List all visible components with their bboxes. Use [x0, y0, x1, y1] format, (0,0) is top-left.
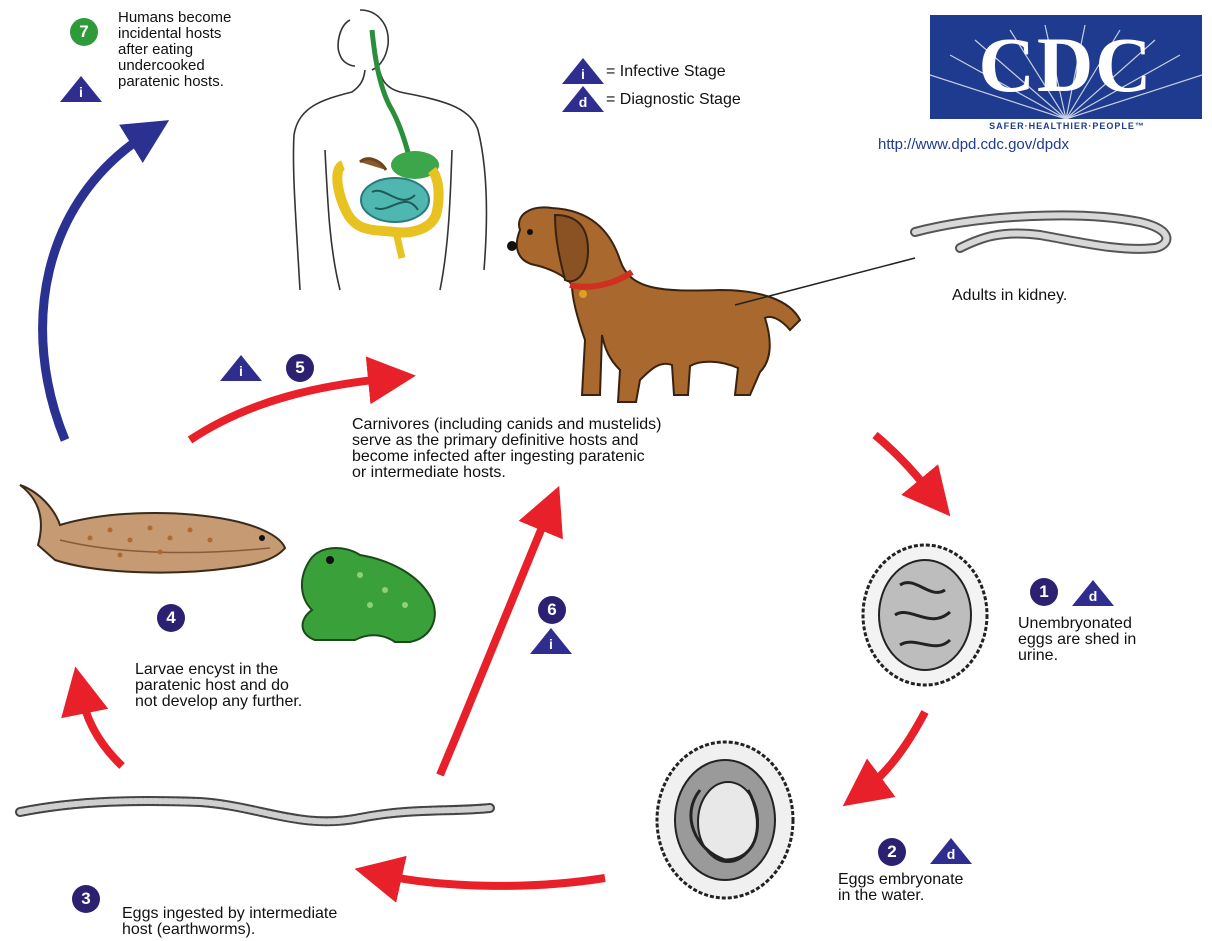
arrow-worm-to-fish — [80, 690, 122, 766]
cdc-url[interactable]: http://www.dpd.cdc.gov/dpdx — [878, 136, 1069, 153]
arrow-egg-to-embryo — [862, 712, 925, 792]
dog-illustration — [507, 207, 800, 402]
stage-1-badge: 1 — [1030, 578, 1058, 606]
digestive-tract-icon — [337, 30, 439, 258]
stage-5-badge: 5 — [286, 354, 314, 382]
arrow-to-human — [43, 132, 150, 440]
arrow-dog-to-egg — [875, 435, 935, 498]
stage-2-badge: 2 — [878, 838, 906, 866]
stage-1-text: Unembryonated eggs are shed in urine. — [1018, 616, 1136, 664]
stage-4-badge: 4 — [157, 604, 185, 632]
stage-6-infective-icon: i — [530, 628, 572, 654]
stage-2-diagnostic-icon: d — [930, 838, 972, 864]
legend-diagnostic-label: = Diagnostic Stage — [606, 91, 741, 109]
fish-icon — [20, 485, 285, 573]
stage-5-infective-icon: i — [220, 355, 262, 381]
unembryonated-egg-icon — [863, 545, 987, 685]
adult-worm-icon — [915, 215, 1166, 249]
stage-7-badge: 7 — [70, 18, 98, 46]
definitive-host-text: Carnivores (including canids and musteli… — [352, 417, 661, 481]
human-outline — [293, 10, 486, 290]
stage-7-infective-icon: i — [60, 76, 102, 102]
cdc-logo: CDC — [930, 15, 1202, 119]
frog-icon — [302, 548, 435, 642]
pointer-line — [735, 258, 915, 305]
stage-1-diagnostic-icon: d — [1072, 580, 1114, 606]
stage-3-text: Eggs ingested by intermediate host (eart… — [122, 906, 337, 938]
cdc-logo-text: CDC — [930, 23, 1202, 107]
adults-label: Adults in kidney. — [952, 288, 1067, 304]
stage-4-text: Larvae encyst in the paratenic host and … — [135, 662, 302, 710]
earthworm-icon — [20, 801, 490, 821]
stage-3-badge: 3 — [72, 885, 100, 913]
embryonated-egg-icon — [657, 742, 793, 898]
stage-7-text: Humans become incidental hosts after eat… — [118, 10, 231, 90]
stage-2-text: Eggs embryonate in the water. — [838, 872, 963, 904]
arrow-embryo-to-worm — [378, 874, 605, 886]
legend-infective-label: = Infective Stage — [606, 63, 726, 81]
legend-infective-icon: i — [562, 58, 604, 84]
cdc-tagline: SAFER·HEALTHIER·PEOPLE™ — [932, 121, 1202, 131]
legend-diagnostic-icon: d — [562, 86, 604, 112]
stage-6-badge: 6 — [538, 596, 566, 624]
